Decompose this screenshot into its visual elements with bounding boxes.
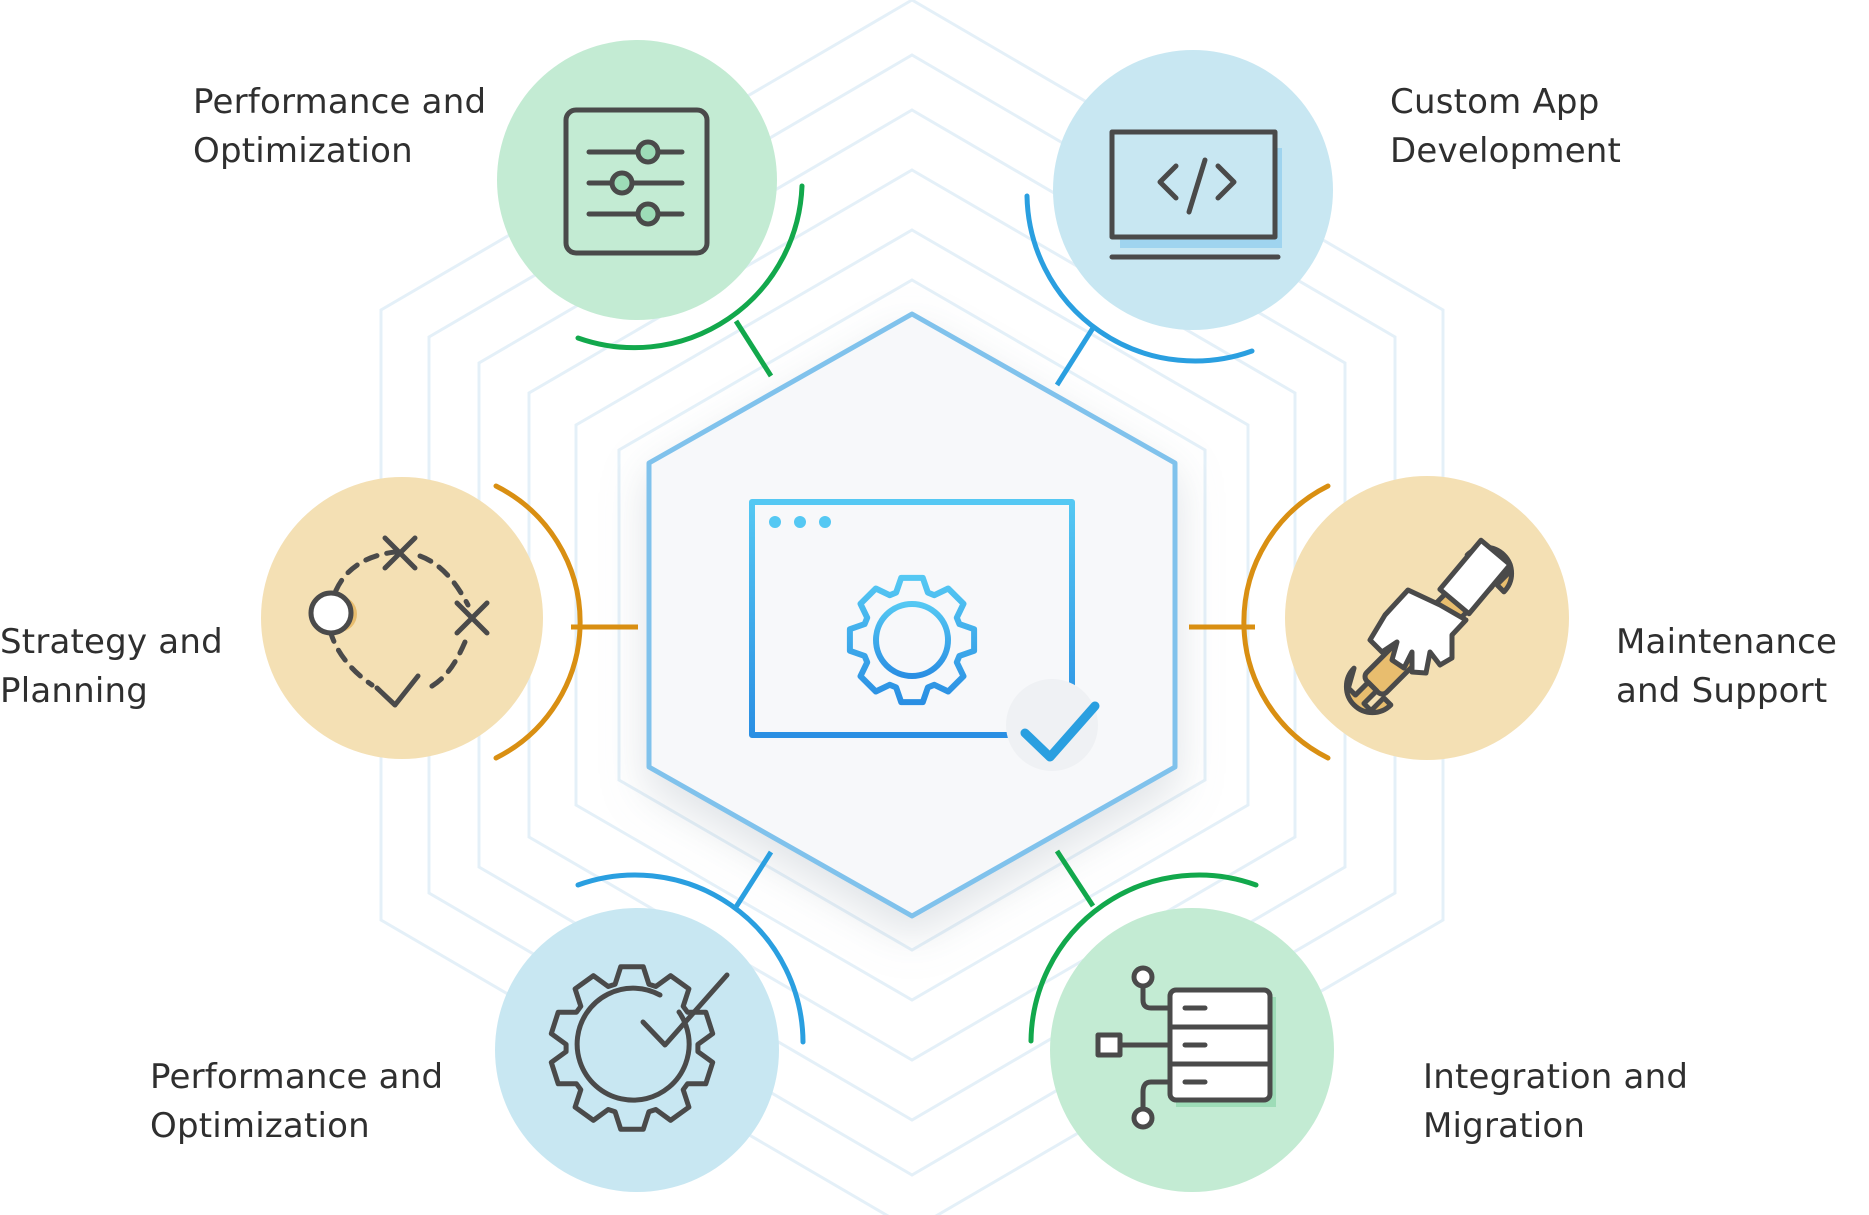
- node-connectors: [493, 183, 1331, 1045]
- label-perf-bottom: Performance and Optimization: [150, 1053, 443, 1151]
- sliders-icon: [563, 107, 710, 256]
- node-perf-bottom[interactable]: [495, 908, 779, 1192]
- node-maintenance[interactable]: [1285, 476, 1569, 760]
- label-integration-line2: Migration: [1423, 1106, 1586, 1146]
- connector-line-perf-bottom: [733, 850, 774, 909]
- label-maintenance-line2: and Support: [1616, 671, 1828, 711]
- background-hexagon-rings: [379, 0, 1445, 1215]
- node-strategy-circle[interactable]: [261, 477, 543, 759]
- connector-arc-strategy: [493, 483, 583, 761]
- label-integration-line1: Integration and: [1423, 1057, 1689, 1097]
- label-perf-bottom-line2: Optimization: [150, 1106, 370, 1146]
- connector-arc-perf-bottom: [575, 872, 806, 1045]
- label-perf-bottom-line1: Performance and: [150, 1057, 444, 1097]
- server-network-icon: [1095, 965, 1276, 1130]
- connector-arc-custom-app: [1024, 193, 1255, 364]
- gear-check-icon: [548, 964, 730, 1132]
- connector-line-perf-top: [733, 319, 774, 378]
- node-custom-app[interactable]: [1053, 50, 1333, 330]
- browser-window-gear-check-icon: [749, 499, 1100, 771]
- connector-line-custom-app: [1054, 326, 1096, 387]
- label-strategy-line1: Strategy and: [0, 622, 223, 662]
- node-perf-top-circle[interactable]: [497, 40, 777, 320]
- center-hexagon: [646, 311, 1178, 919]
- label-custom-app: Custom App Development: [1390, 78, 1621, 176]
- label-perf-top-line2: Optimization: [193, 131, 413, 171]
- label-strategy-line2: Planning: [0, 671, 149, 711]
- label-perf-top-line1: Performance and: [193, 82, 487, 122]
- connector-arc-maintenance: [1241, 483, 1331, 761]
- label-maintenance-line1: Maintenance: [1616, 622, 1838, 662]
- strategy-path-icon: [308, 535, 490, 708]
- code-laptop-icon: [1109, 129, 1282, 260]
- label-perf-top: Performance and Optimization: [193, 78, 486, 176]
- label-maintenance: Maintenance and Support: [1616, 618, 1837, 716]
- node-integration[interactable]: [1050, 908, 1334, 1192]
- label-integration: Integration and Migration: [1423, 1053, 1688, 1151]
- node-perf-top[interactable]: [497, 40, 777, 320]
- label-strategy: Strategy and Planning: [0, 618, 223, 716]
- label-custom-app-line1: Custom App: [1390, 82, 1600, 122]
- node-strategy[interactable]: [261, 477, 543, 759]
- connector-line-integration: [1054, 849, 1096, 908]
- connector-arc-perf-top: [575, 183, 805, 351]
- node-perf-bottom-circle[interactable]: [495, 908, 779, 1192]
- connector-arc-integration: [1028, 872, 1259, 1044]
- label-custom-app-line2: Development: [1390, 131, 1622, 171]
- wrench-hand-icon: [1343, 537, 1515, 716]
